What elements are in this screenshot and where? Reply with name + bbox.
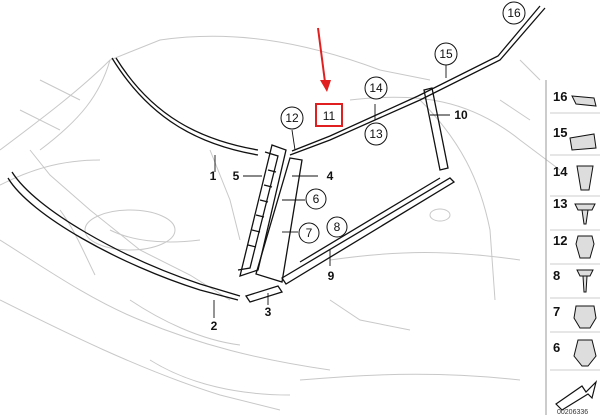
svg-text:15: 15 xyxy=(553,125,567,140)
sidebar-item-13: 13 xyxy=(550,196,600,231)
callout-circle-14: 14 xyxy=(364,76,388,100)
callout-circle-7: 7 xyxy=(298,222,320,244)
sidebar-item-16: 16 xyxy=(550,89,600,114)
svg-text:14: 14 xyxy=(369,81,383,95)
screw-8-icon xyxy=(576,269,594,293)
svg-text:7: 7 xyxy=(553,304,560,319)
grommet-12-icon xyxy=(575,235,595,259)
part-roof-rail-inner xyxy=(291,5,541,152)
callout-circle-13: 13 xyxy=(364,122,388,146)
svg-text:14: 14 xyxy=(553,164,568,179)
callout-1: 1 xyxy=(210,169,217,183)
part-lower-trim-inner xyxy=(11,171,241,297)
sidebar-item-6: 6 xyxy=(550,339,600,371)
svg-text:12: 12 xyxy=(553,233,567,248)
svg-text:6: 6 xyxy=(553,340,560,355)
svg-text:6: 6 xyxy=(313,192,320,206)
clip-6-icon xyxy=(573,339,597,367)
callout-2: 2 xyxy=(211,319,218,333)
sidebar-item-14: 14 xyxy=(550,164,600,197)
sidebar-item-7: 7 xyxy=(550,304,600,333)
grommet-7-icon xyxy=(573,305,597,329)
callout-10: 10 xyxy=(454,108,468,122)
part-windshield-seal xyxy=(111,57,259,156)
sidebar-legend: 16 15 14 13 12 8 xyxy=(550,89,600,415)
highlight-arrow xyxy=(317,27,331,92)
svg-text:16: 16 xyxy=(507,6,521,20)
clip-16-icon xyxy=(571,95,597,107)
sidebar-item-12: 12 xyxy=(550,233,600,265)
part-pillar-panel xyxy=(255,157,303,283)
view-arrow-icon xyxy=(555,380,598,411)
callout-3: 3 xyxy=(265,305,272,319)
callout-circle-12: 12 xyxy=(280,106,304,130)
part-b-pillar-strip xyxy=(423,87,449,171)
svg-text:8: 8 xyxy=(553,268,560,283)
clip-14-icon xyxy=(576,165,594,191)
sidebar-item-15: 15 xyxy=(550,125,600,156)
svg-text:12: 12 xyxy=(285,111,299,125)
car-outline xyxy=(0,35,561,411)
part-bottom-strip xyxy=(244,285,284,303)
svg-text:15: 15 xyxy=(439,47,453,61)
diagram-code: 00206336 xyxy=(557,409,588,415)
part-a-pillar xyxy=(239,144,287,277)
svg-text:8: 8 xyxy=(334,220,341,234)
leader-lines xyxy=(213,7,521,318)
svg-text:16: 16 xyxy=(553,89,567,104)
part-lower-trim xyxy=(7,177,239,301)
clip-15-icon xyxy=(569,133,597,151)
callout-circle-6: 6 xyxy=(305,188,327,210)
svg-text:13: 13 xyxy=(369,127,383,141)
highlight-box xyxy=(315,103,343,127)
callout-9: 9 xyxy=(328,269,335,283)
part-a-pillar-inner xyxy=(237,151,279,271)
part-door-sill-line xyxy=(299,177,441,263)
svg-text:13: 13 xyxy=(553,196,567,211)
callout-4: 4 xyxy=(327,169,334,183)
callout-circle-15: 15 xyxy=(434,42,458,66)
callout-11: 11 xyxy=(323,109,336,123)
sidebar-item-8: 8 xyxy=(550,268,600,299)
part-windshield-seal-inner xyxy=(115,57,259,151)
part-roof-rail xyxy=(289,7,546,156)
callout-circle-16: 16 xyxy=(502,1,526,25)
callout-5: 5 xyxy=(233,169,240,183)
pushpin-13-icon xyxy=(574,203,596,225)
part-door-sill-strip xyxy=(281,177,456,285)
svg-text:7: 7 xyxy=(306,226,313,240)
part-a-pillar-hatch xyxy=(247,169,277,248)
callout-circle-8: 8 xyxy=(326,216,348,238)
